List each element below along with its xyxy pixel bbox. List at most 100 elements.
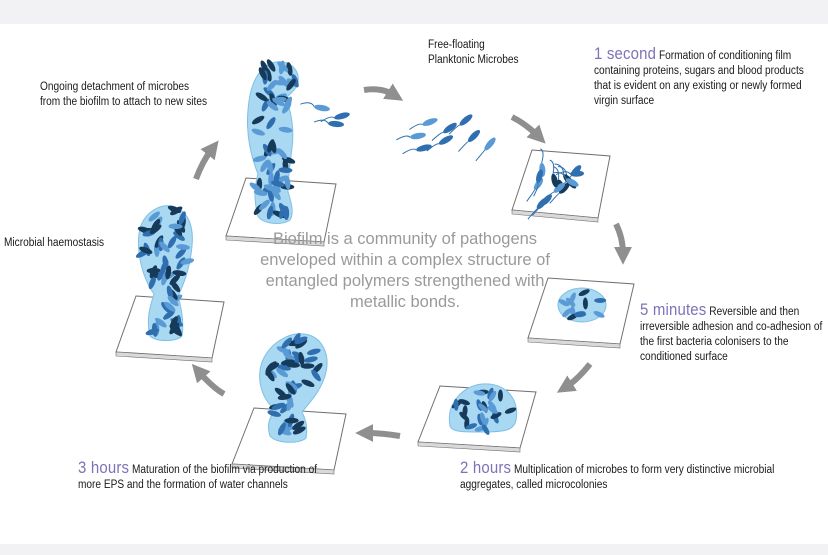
microbe	[286, 62, 293, 76]
microbe	[168, 223, 183, 230]
arrow-microcolony-to-maturation	[355, 424, 401, 443]
flagellum	[458, 141, 469, 152]
flagellum	[320, 116, 335, 123]
microbe	[574, 312, 587, 318]
microbe	[271, 402, 286, 410]
flagellum	[526, 189, 536, 202]
microbe	[284, 175, 291, 190]
microbe	[148, 211, 160, 222]
microbe	[278, 167, 293, 173]
microbe	[541, 194, 552, 206]
diagram-canvas	[115, 59, 635, 475]
microbe	[438, 135, 454, 145]
microbe	[252, 155, 267, 162]
flagellum	[448, 124, 461, 135]
microbe	[161, 302, 172, 314]
microbe	[562, 308, 572, 318]
microbe	[488, 390, 497, 402]
microbe	[176, 244, 190, 250]
microbe	[504, 407, 517, 414]
flagellum	[554, 163, 565, 175]
microbe	[166, 285, 174, 300]
microbe	[180, 258, 195, 265]
microbe	[285, 381, 298, 390]
caption-detachment: Ongoing detachment of microbes from the …	[40, 81, 208, 108]
microbe	[473, 390, 486, 396]
microbe	[487, 387, 494, 400]
microbe	[593, 310, 605, 318]
microbe	[551, 173, 558, 188]
text-five-minutes: Reversible and then irreversible adhesio…	[640, 306, 823, 363]
flagellum	[300, 102, 315, 107]
conditioning-film-illustration	[511, 148, 611, 223]
microbe	[283, 351, 296, 362]
flagellum	[527, 208, 538, 220]
microbe	[266, 117, 276, 130]
microbe	[167, 205, 182, 214]
flagellum	[553, 171, 567, 180]
microbe	[292, 420, 305, 430]
microbe	[553, 182, 566, 193]
caption-one-second: 1 second Formation of conditioning film …	[594, 44, 812, 109]
microbe	[284, 417, 299, 424]
microbe	[267, 410, 281, 417]
arrow-detach-to-planktonic	[363, 83, 404, 101]
microbe	[266, 59, 276, 72]
microbe	[139, 246, 153, 254]
microbe	[157, 267, 166, 281]
microbe	[578, 289, 590, 297]
microbe	[259, 199, 270, 211]
microbe	[276, 346, 290, 354]
text-one-second: Formation of conditioning film containin…	[594, 50, 804, 107]
flagellum	[426, 143, 440, 152]
microbe	[307, 348, 321, 356]
microbe	[570, 170, 585, 177]
microbe	[467, 129, 481, 143]
microbe	[263, 184, 277, 192]
microcolony-illustration	[417, 383, 537, 453]
microbe	[266, 79, 278, 91]
microbe	[328, 120, 344, 128]
time-label-three-hours: 3 hours	[78, 458, 130, 477]
microbe	[149, 265, 158, 279]
microbe	[453, 398, 459, 411]
microbe	[443, 122, 457, 134]
microbe	[487, 406, 498, 414]
flagellum	[532, 204, 543, 216]
microbe	[266, 362, 279, 372]
microbe	[167, 295, 179, 307]
microbe	[279, 205, 286, 219]
microbe	[265, 369, 275, 382]
microbe	[286, 78, 296, 91]
time-label-one-second: 1 second	[594, 44, 657, 63]
microbe	[255, 92, 268, 102]
microbe	[173, 323, 182, 337]
cycle-arrows	[191, 83, 632, 443]
microbe	[278, 75, 289, 88]
microbe	[178, 211, 186, 225]
microbe	[304, 356, 318, 363]
arrow-maturation-to-haemostasis	[191, 363, 226, 397]
microbe	[416, 144, 432, 152]
microbe	[282, 101, 292, 114]
microbe	[285, 383, 296, 395]
flagellum	[431, 132, 444, 141]
microbe	[458, 399, 470, 406]
microbe	[558, 299, 570, 307]
microbe	[151, 322, 158, 337]
microbe	[582, 297, 588, 310]
caption-five-minutes: 5 minutes Reversible and then irreversib…	[640, 301, 828, 365]
microbe	[165, 265, 172, 280]
microbe	[478, 403, 489, 413]
microbe	[277, 61, 289, 72]
microbe	[490, 412, 502, 419]
microbe	[311, 369, 321, 382]
microbe	[262, 143, 272, 157]
microbe	[459, 411, 469, 421]
flagellum	[553, 166, 560, 180]
microbe	[260, 60, 269, 74]
microbe	[277, 422, 286, 436]
flagellum	[555, 171, 571, 175]
microbe	[298, 351, 305, 366]
